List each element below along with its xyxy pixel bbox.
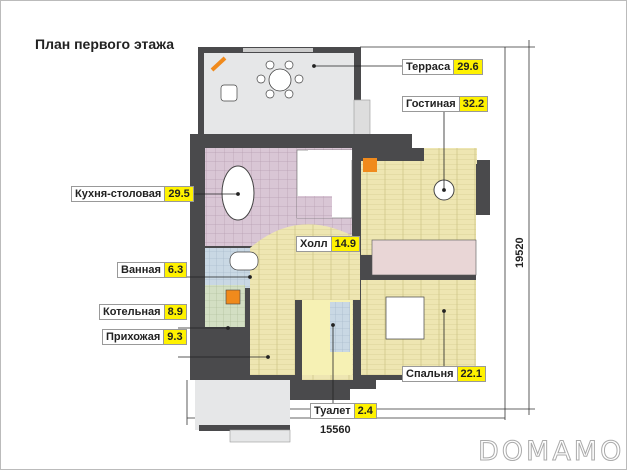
room-name: Котельная	[103, 306, 161, 318]
room-area: 29.5	[164, 187, 193, 201]
plan-title: План первого этажа	[35, 36, 175, 52]
room-area: 8.9	[163, 305, 186, 319]
room-area: 22.1	[456, 367, 485, 381]
room-name: Спальня	[406, 368, 454, 380]
house	[190, 134, 490, 400]
dimension-depth: 19520	[514, 237, 526, 268]
room-name: Холл	[300, 238, 328, 250]
room-area: 2.4	[353, 404, 376, 418]
terrace	[198, 47, 371, 138]
room-area: 14.9	[330, 237, 360, 251]
room-name: Гостиная	[406, 98, 456, 110]
watermark-logo: DOMAMO	[477, 436, 625, 468]
room-area: 29.6	[453, 60, 482, 74]
living-room	[361, 161, 476, 255]
room-area: 32.2	[458, 97, 488, 111]
room-name: Ванная	[121, 264, 161, 276]
room-name: Терраса	[406, 61, 451, 73]
room-name: Прихожая	[106, 331, 161, 343]
room-area: 6.3	[163, 263, 187, 277]
room-name: Туалет	[314, 405, 351, 417]
leader-lines	[178, 64, 446, 404]
room-area: 9.3	[163, 330, 186, 344]
porch	[195, 380, 291, 443]
entrance-hall	[250, 300, 295, 375]
dimension-width: 15560	[320, 424, 351, 436]
room-name: Кухня-столовая	[75, 188, 162, 200]
